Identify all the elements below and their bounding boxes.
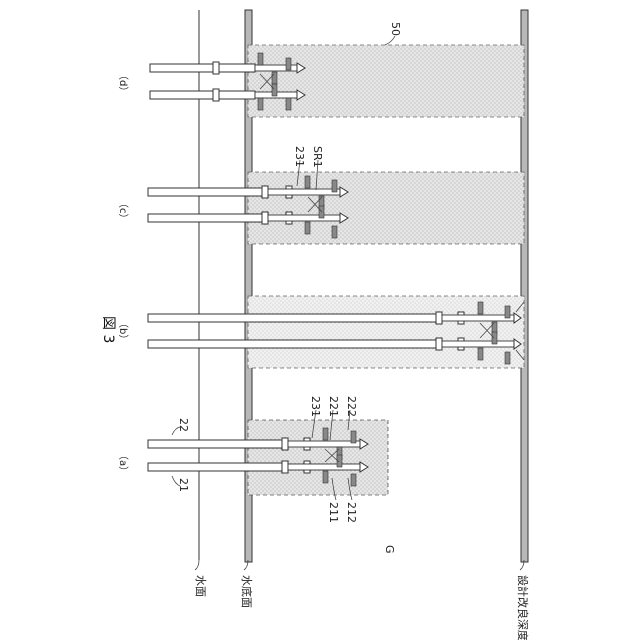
- label-222-a: 222: [345, 396, 358, 417]
- blade-d-6: [286, 98, 291, 110]
- improved-region-a: [248, 420, 388, 495]
- figure-title: 図 3: [100, 316, 116, 343]
- design-depth-label: 設計改良深度: [516, 575, 530, 640]
- blade-d-5: [272, 84, 277, 96]
- water-surface-label: 水面: [194, 575, 207, 597]
- region-label: 50: [389, 22, 402, 36]
- label-231-a: 231: [309, 396, 322, 417]
- rod-b-1: [442, 315, 514, 321]
- blade-d-2: [272, 72, 277, 84]
- pipe-b-upper: [148, 314, 438, 322]
- blade-a-3: [351, 431, 356, 443]
- blade-c-4: [305, 222, 310, 234]
- ground-label: G: [383, 545, 396, 554]
- blade-a-4: [323, 471, 328, 483]
- joint-b-1: [436, 312, 442, 324]
- joint-b-2: [436, 338, 442, 350]
- panel-caption-d: （d）: [117, 70, 129, 96]
- label-221-a: 221: [327, 396, 340, 417]
- blade-d-1: [258, 53, 263, 65]
- joint-c-1: [262, 186, 268, 198]
- blade-b-5: [492, 332, 497, 344]
- pipe-c-lower: [148, 214, 264, 222]
- improved-region-c: [248, 172, 524, 244]
- pipe-c-upper: [148, 188, 264, 196]
- joint-c-2: [262, 212, 268, 224]
- panel-caption-b: （b）: [117, 318, 129, 344]
- joint-a-1: [282, 438, 288, 450]
- joint-a-2: [282, 461, 288, 473]
- rod-a-2: [288, 464, 360, 470]
- label-212-a: 212: [345, 502, 358, 523]
- blade-c-1: [305, 176, 310, 188]
- blade-a-1: [323, 428, 328, 440]
- water-surface-label-group: 水面: [194, 560, 207, 597]
- seabed-label: 水底面: [240, 575, 254, 608]
- design-depth-label-group: 設計改良深度: [516, 560, 530, 640]
- rod-b-2: [442, 341, 514, 347]
- blade-c-6: [332, 226, 337, 238]
- panel-c: （c） 231 SR1: [117, 146, 524, 244]
- label-sr1-c: SR1: [311, 146, 324, 168]
- panel-b: （b）: [117, 296, 524, 368]
- blade-b-6: [505, 352, 510, 364]
- panel-caption-a: （a）: [117, 450, 129, 476]
- blade-d-4: [258, 98, 263, 110]
- label-211-a: 211: [327, 502, 340, 523]
- blade-b-3: [505, 306, 510, 318]
- seabed-label-group: 水底面: [240, 560, 254, 608]
- blade-d-3: [286, 58, 291, 70]
- joint-d-1: [213, 62, 219, 74]
- panel-caption-c: （c）: [117, 198, 129, 224]
- label-231-c: 231: [293, 146, 306, 167]
- panel-d: （d） 50: [117, 22, 524, 117]
- pipe-a-upper: [148, 440, 284, 448]
- blade-a-6: [351, 474, 356, 486]
- blade-c-3: [332, 180, 337, 192]
- pipe-d-upper: [150, 64, 255, 72]
- label-22-a: 22: [177, 418, 190, 432]
- rod-c-1: [268, 189, 340, 195]
- rod-a-1: [288, 441, 360, 447]
- rod-c-2: [268, 215, 340, 221]
- blade-b-1: [478, 302, 483, 314]
- pipe-d-lower: [150, 91, 255, 99]
- label-21-a: 21: [177, 478, 190, 492]
- pipe-b-lower: [148, 340, 438, 348]
- joint-d-2: [213, 89, 219, 101]
- pipe-a-lower: [148, 463, 284, 471]
- blade-b-4: [478, 348, 483, 360]
